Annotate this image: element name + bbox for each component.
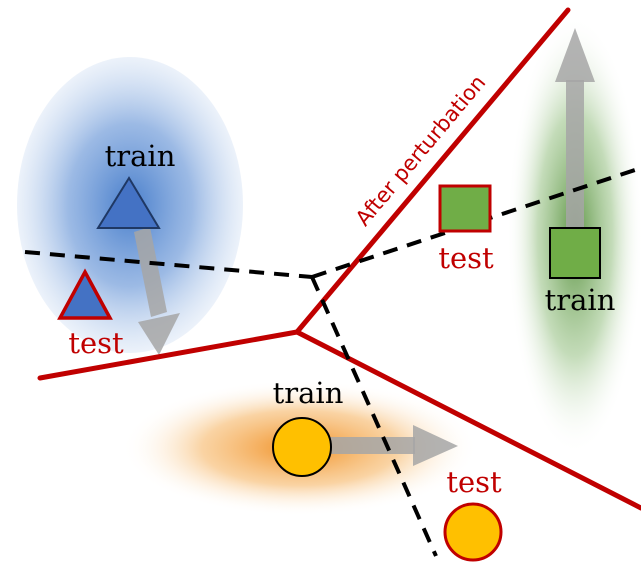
- blue-test-label: test: [68, 326, 124, 360]
- original-boundary: [24, 166, 641, 557]
- orange-train-label: train: [273, 376, 344, 410]
- green-test-square: [438, 184, 492, 233]
- perturbed-boundary: [37, 7, 641, 511]
- blue-train-label: train: [105, 139, 176, 173]
- orange-train-circle: [272, 417, 332, 477]
- green-train-square: [549, 227, 601, 279]
- blue-arrow: [134, 227, 180, 355]
- orange-test-circle: [443, 502, 503, 562]
- blue-test-triangle: [57, 268, 113, 320]
- green-train-label: train: [545, 283, 616, 317]
- green-arrow: [555, 28, 595, 230]
- orange-test-label: test: [446, 465, 502, 499]
- blue-train-triangle: [96, 176, 161, 229]
- orange-arrow: [330, 425, 458, 466]
- green-test-label: test: [438, 241, 494, 275]
